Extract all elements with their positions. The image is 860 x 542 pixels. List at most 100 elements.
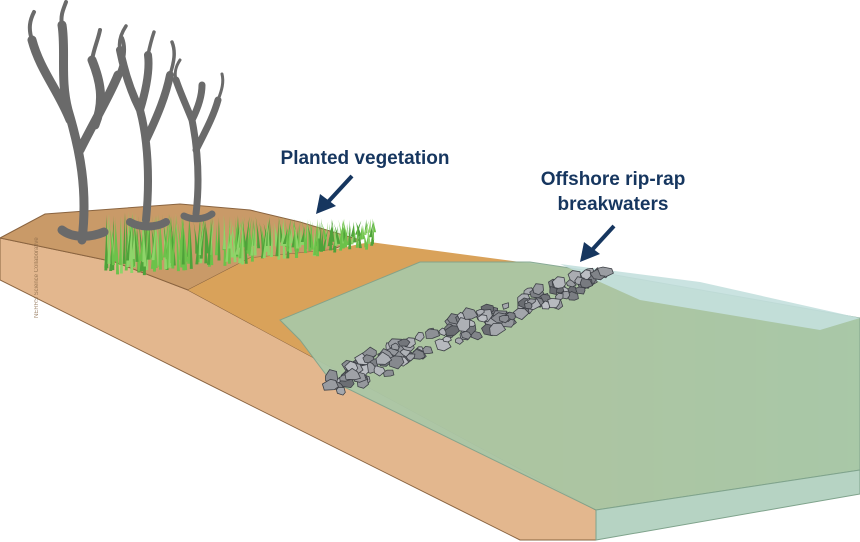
grass-icon [187, 213, 191, 264]
rock-icon [422, 345, 434, 354]
grass-icon [238, 216, 245, 259]
rock-icon [596, 266, 614, 277]
grass-icon [168, 213, 174, 264]
grass-icon [371, 218, 377, 233]
grass-icon [131, 213, 136, 260]
grass-icon [348, 219, 352, 250]
grass-icon [269, 224, 273, 257]
rock-icon [362, 354, 375, 364]
grass-icon [282, 228, 288, 245]
grass-icon [199, 221, 206, 259]
grass-icon [193, 221, 199, 254]
grass-icon [146, 221, 150, 260]
rock-icon [565, 279, 577, 288]
grass-icon [355, 220, 362, 235]
grass-icon [255, 216, 261, 249]
grass-icon [309, 219, 314, 250]
rock-icon [462, 307, 479, 320]
grass-icon [350, 222, 354, 237]
grass-icon [281, 216, 285, 244]
grass-icon [204, 218, 209, 254]
grass-icon [181, 219, 185, 265]
grass-icon [367, 218, 371, 233]
arrow-icon-breakwaters [580, 224, 616, 262]
rock-icon [476, 314, 488, 323]
grass-icon [114, 216, 120, 275]
rock-icon [498, 315, 510, 324]
grass-icon [286, 226, 292, 247]
rock-icon [454, 337, 464, 345]
grass-icon [267, 217, 271, 256]
grass-icon [363, 221, 369, 236]
grass-icon [278, 216, 284, 243]
grass-icon [328, 220, 334, 241]
rock-icon [344, 367, 362, 381]
grass-icon [217, 217, 221, 261]
label-offshore-breakwaters: Offshore rip-rap breakwaters [540, 169, 686, 215]
grass-icon [321, 221, 327, 240]
rock-icon [397, 338, 411, 347]
grass-icon [333, 228, 338, 253]
grass-icon [331, 218, 335, 242]
grass-icon [369, 220, 374, 238]
rock-icon [532, 283, 544, 296]
rock-icon [456, 317, 471, 332]
grass-icon [366, 222, 371, 244]
grass-icon [110, 221, 115, 262]
grass-icon [288, 224, 292, 253]
dead-tree-2 [116, 24, 176, 231]
grass-icon [296, 219, 301, 252]
grass-icon [122, 212, 126, 264]
grass-icon [204, 218, 208, 264]
grass-icon [355, 224, 359, 248]
rip-rap-breakwater [321, 266, 614, 396]
grass-icon [333, 223, 341, 244]
rock-icon [575, 286, 586, 295]
rock-icon [335, 386, 346, 396]
rock-icon [321, 378, 339, 391]
rock-icon [579, 278, 594, 289]
grass-icon [181, 216, 188, 262]
water-distant-strip [560, 264, 860, 330]
grass-icon [370, 230, 374, 246]
rock-icon [512, 307, 530, 321]
water-front-face [595, 469, 860, 541]
grass-icon [242, 218, 248, 264]
grass-icon [107, 214, 111, 264]
rock-icon [524, 301, 533, 310]
grass-icon [300, 226, 306, 243]
grass-icon [118, 216, 122, 265]
grass-icon [189, 215, 193, 269]
grass-icon [275, 218, 280, 257]
grass-icon [343, 223, 348, 248]
grass-icon [313, 218, 318, 256]
grass-icon [237, 221, 241, 248]
grass-icon [165, 217, 171, 260]
grass-icon [175, 218, 180, 272]
grass-icon [350, 230, 354, 245]
rock-icon [414, 331, 425, 342]
grass-icon [133, 220, 141, 259]
grass-icon [339, 223, 344, 251]
grass-icon [359, 225, 363, 240]
rock-icon [549, 285, 559, 295]
grass-icon [230, 217, 237, 263]
grass-icon [113, 222, 117, 262]
grass-icon [241, 215, 245, 265]
grass-icon [316, 219, 320, 257]
rock-icon [460, 330, 472, 340]
grass-icon [248, 226, 252, 256]
rock-icon [556, 287, 565, 294]
grass-icon [364, 230, 369, 250]
rock-icon [375, 351, 393, 365]
grass-icon [222, 214, 226, 249]
rock-icon [405, 353, 416, 362]
arrow-icon-vegetation [316, 174, 354, 214]
grass-icon [277, 217, 281, 260]
rock-icon [390, 342, 400, 351]
grass-icon [319, 227, 324, 252]
label-planted-vegetation: Planted vegetation [280, 148, 450, 169]
rock-icon [547, 297, 561, 309]
